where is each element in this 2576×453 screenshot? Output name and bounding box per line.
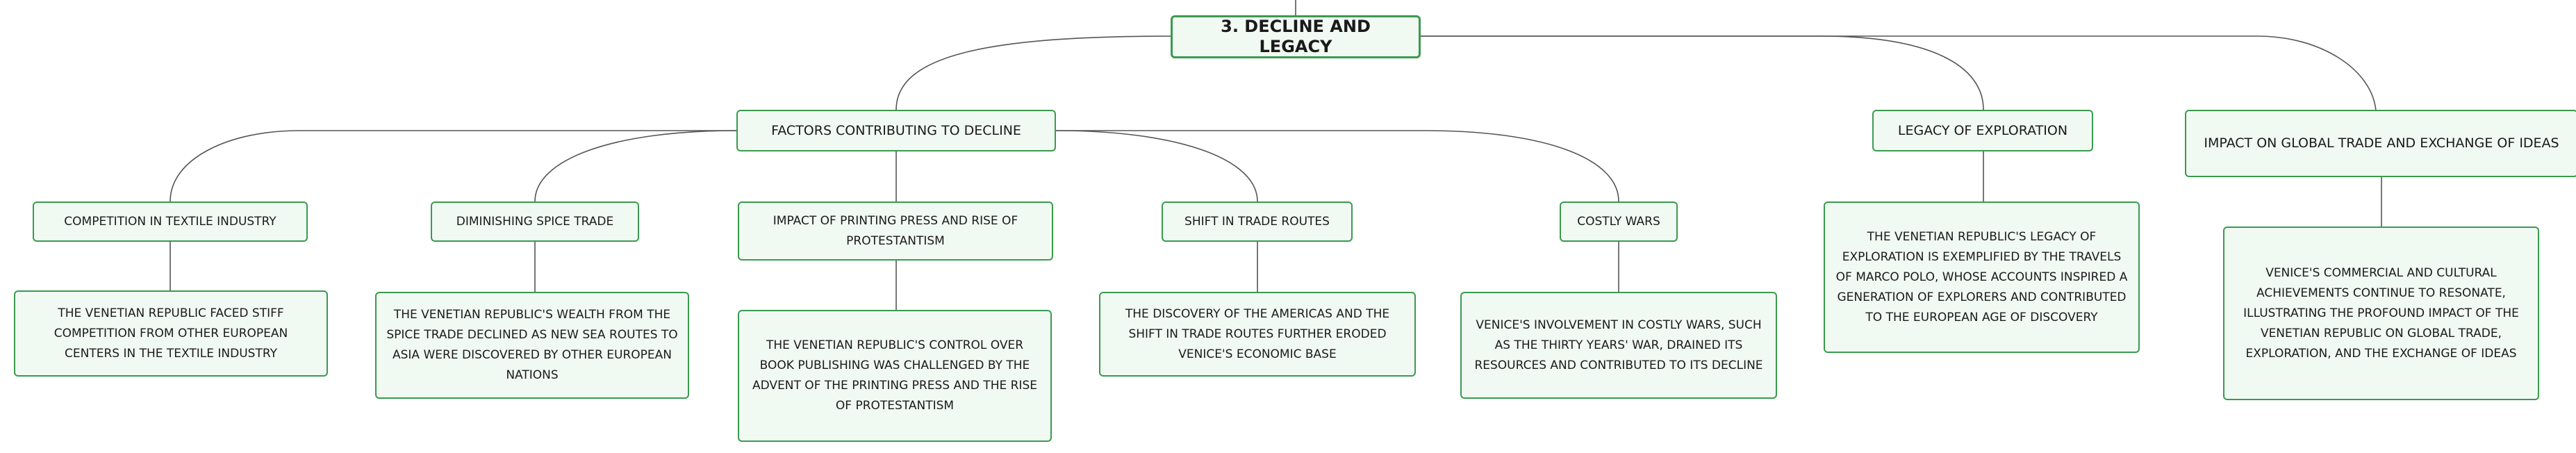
detail-impact-on-global-trade[interactable]: VENICE'S COMMERCIAL AND CULTURAL ACHIEVE… [2223, 226, 2539, 400]
detail-costly-wars[interactable]: VENICE'S INVOLVEMENT IN COSTLY WARS, SUC… [1460, 292, 1777, 399]
node-label: 3. DECLINE AND LEGACY [1221, 17, 1371, 56]
node-label: COSTLY WARS [1577, 214, 1660, 229]
detail-diminishing-spice-trade[interactable]: THE VENETIAN REPUBLIC'S WEALTH FROM THE … [375, 292, 689, 399]
node-label: FACTORS CONTRIBUTING TO DECLINE [771, 122, 1021, 138]
node-detail: THE VENETIAN REPUBLIC'S LEGACY OF EXPLOR… [1835, 229, 2128, 324]
node-label: LEGACY OF EXPLORATION [1897, 122, 2068, 138]
detail-shift-in-trade-routes[interactable]: THE DISCOVERY OF THE AMERICAS AND THE SH… [1099, 292, 1416, 377]
node-label: IMPACT OF PRINTING PRESS AND RISE OF PRO… [773, 213, 1018, 248]
node-impact-on-global-trade[interactable]: IMPACT ON GLOBAL TRADE AND EXCHANGE OF I… [2185, 110, 2576, 177]
node-detail: THE VENETIAN REPUBLIC'S WEALTH FROM THE … [386, 308, 678, 382]
node-label: SHIFT IN TRADE ROUTES [1184, 214, 1330, 229]
node-costly-wars[interactable]: COSTLY WARS [1560, 201, 1678, 242]
node-factors-contributing-to-decline[interactable]: FACTORS CONTRIBUTING TO DECLINE [736, 110, 1056, 151]
node-detail: THE VENETIAN REPUBLIC'S CONTROL OVER BOO… [752, 338, 1037, 413]
node-decline-and-legacy[interactable]: 3. DECLINE AND LEGACY [1171, 15, 1421, 58]
node-legacy-of-exploration[interactable]: LEGACY OF EXPLORATION [1872, 110, 2093, 151]
node-detail: VENICE'S COMMERCIAL AND CULTURAL ACHIEVE… [2243, 265, 2519, 361]
connector-root-impact [1421, 35, 2377, 112]
connector-root-factors [895, 35, 1171, 110]
connector-root-legacy [1421, 35, 1984, 110]
node-competition-in-textile-industry[interactable]: COMPETITION IN TEXTILE INDUSTRY [33, 201, 308, 242]
connector-factors-spice [534, 130, 737, 202]
node-label: IMPACT ON GLOBAL TRADE AND EXCHANGE OF I… [2204, 135, 2559, 151]
node-impact-of-printing-press[interactable]: IMPACT OF PRINTING PRESS AND RISE OF PRO… [738, 201, 1053, 261]
connector-factors-shift [1055, 130, 1258, 202]
node-diminishing-spice-trade[interactable]: DIMINISHING SPICE TRADE [431, 201, 639, 242]
node-detail: VENICE'S INVOLVEMENT IN COSTLY WARS, SUC… [1474, 318, 1763, 372]
detail-legacy-of-exploration[interactable]: THE VENETIAN REPUBLIC'S LEGACY OF EXPLOR… [1824, 201, 2140, 353]
detail-competition-in-textile-industry[interactable]: THE VENETIAN REPUBLIC FACED STIFF COMPET… [14, 290, 328, 377]
connector-factors-textile [170, 130, 736, 202]
node-detail: THE VENETIAN REPUBLIC FACED STIFF COMPET… [53, 306, 288, 361]
node-label: DIMINISHING SPICE TRADE [456, 214, 614, 229]
node-shift-in-trade-routes[interactable]: SHIFT IN TRADE ROUTES [1162, 201, 1353, 242]
node-detail: THE DISCOVERY OF THE AMERICAS AND THE SH… [1125, 306, 1390, 361]
node-label: COMPETITION IN TEXTILE INDUSTRY [64, 214, 276, 229]
connector-factors-wars [1056, 130, 1619, 202]
detail-impact-of-printing-press[interactable]: THE VENETIAN REPUBLIC'S CONTROL OVER BOO… [738, 310, 1052, 442]
